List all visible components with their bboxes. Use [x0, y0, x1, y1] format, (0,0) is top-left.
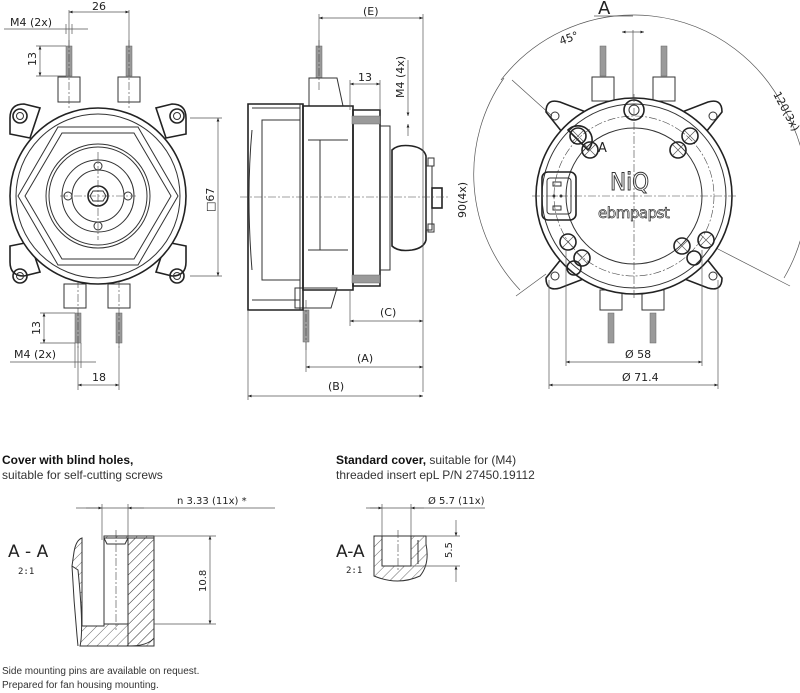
top-mounting-pins: [57, 40, 141, 110]
section-marker-a-inner: A: [598, 141, 607, 156]
section-label-blind: A - A: [8, 542, 49, 562]
dim-standard-hole: Ø 5.7 (11x): [428, 495, 485, 507]
dim-dia-58: Ø 58: [625, 348, 651, 361]
dim-c: (C): [380, 306, 396, 319]
screw-bosses: [559, 125, 715, 276]
section-blind-holes: n 3.33 (11x) * 10.8 A - A 2:1: [8, 496, 275, 647]
footnotes: Side mounting pins are available on requ…: [2, 665, 199, 693]
dim-dia-71: Ø 71.4: [622, 371, 659, 384]
dim-top-thread: M4 (2x): [10, 16, 52, 29]
dim-standard-depth: 5.5: [444, 542, 455, 558]
caption-standard: Standard cover, suitable for (M4) thread…: [336, 453, 535, 483]
dim-e: (E): [363, 5, 379, 18]
dim-a: (A): [357, 352, 373, 365]
footnote-2: Prepared for fan housing mounting.: [2, 680, 159, 691]
logo-niq: NiQ: [610, 168, 649, 196]
caption-blind: Cover with blind holes, suitable for sel…: [2, 453, 163, 483]
dim-18: 18: [92, 371, 106, 384]
front-view: 26 M4 (2x) 13 □67 13 M4 (2x) 18: [4, 0, 222, 390]
bottom-mounting-pins: [63, 280, 131, 350]
dim-m4-4x: M4 (4x): [394, 56, 407, 98]
scale-blind: 2:1: [18, 567, 34, 577]
dim-bottom-thread: M4 (2x): [14, 348, 56, 361]
dim-45-deg: 45°: [558, 29, 581, 48]
hex-cover: [17, 126, 179, 266]
scale-standard: 2:1: [346, 566, 362, 576]
dim-blind-depth: 10.8: [198, 570, 209, 592]
dim-26: 26: [92, 0, 106, 13]
dim-blind-hole: n 3.33 (11x) *: [177, 496, 247, 507]
dim-top-pin-length: 13: [26, 52, 39, 66]
footnote-1: Side mounting pins are available on requ…: [2, 666, 200, 677]
dim-120-deg: 120(3x): [770, 89, 800, 133]
dim-bottom-pin-length: 13: [30, 321, 43, 335]
side-view: (E) 13 M4 (4x) (C) (A) (B): [240, 5, 450, 400]
section-label-standard: A-A: [336, 542, 365, 562]
section-standard: Ø 5.7 (11x) 5.5 A-A 2:1: [336, 495, 485, 582]
caption-standard-title-rest: suitable for (M4): [426, 453, 517, 467]
section-marker-a-top: A: [598, 0, 611, 19]
caption-blind-title: Cover with blind holes,: [2, 453, 134, 467]
caption-standard-subtitle: threaded insert epL P/N 27450.19112: [336, 468, 535, 482]
dim-b: (B): [328, 380, 344, 393]
dim-13-side: 13: [358, 71, 372, 84]
dim-square-67: □67: [204, 188, 217, 212]
caption-blind-subtitle: suitable for self-cutting screws: [2, 468, 163, 482]
rear-view: A 45° 120(3x) 90(4x): [456, 0, 800, 389]
caption-standard-title: Standard cover,: [336, 453, 427, 467]
dim-90-deg: 90(4x): [456, 182, 469, 218]
